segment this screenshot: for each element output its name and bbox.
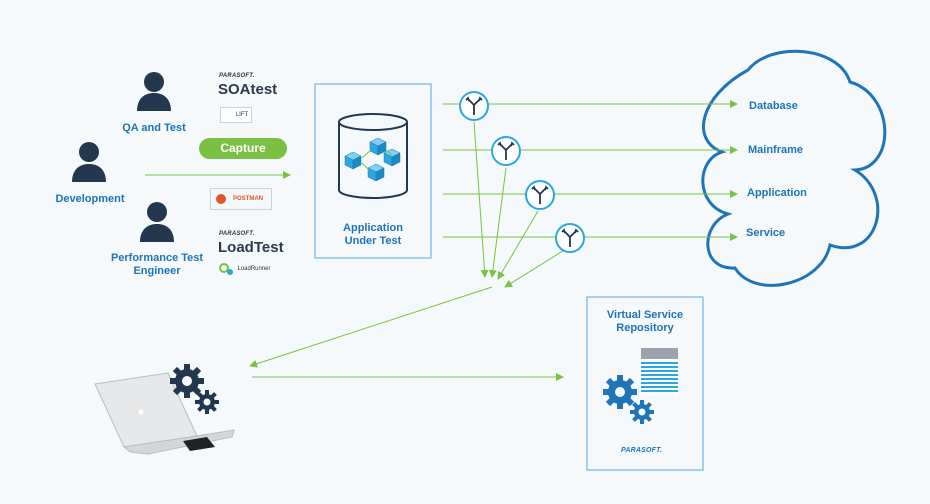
repository-label: Virtual Service Repository [606,309,684,334]
cubes-icon [344,137,401,182]
loadtest-product-name: LoadTest [218,239,284,256]
repository-box [586,296,704,471]
qa-person-icon [137,72,171,111]
postman-logo: POSTMAN [210,188,272,210]
performance-role-label: Performance Test Engineer [110,252,204,277]
soatest-brand-text: PARASOFT. [219,73,255,79]
lift-logo: LIFT [220,107,252,123]
cloud-item-database: Database [749,100,798,112]
split-icon [555,223,585,253]
document-icon [641,348,678,395]
split-icon [525,180,555,210]
performance-person-icon [140,202,174,242]
laptop-icon [94,372,235,455]
cloud-item-application: Application [747,187,807,199]
development-role-label: Development [55,193,125,205]
aut-box [314,83,432,259]
qa-role-label: QA and Test [122,122,186,134]
split-4-arrow [504,248,567,288]
split-3-arrow [497,210,539,280]
split-icon [459,91,489,121]
loadrunner-logo: LoadRunner [237,266,271,272]
development-person-icon [72,142,106,182]
cloud-item-service: Service [746,227,786,239]
cloud-shape [701,49,887,287]
aut-label: Application Under Test [343,222,403,247]
loadtest-brand-text: PARASOFT. [219,231,255,237]
repository-gears-icon [603,375,654,424]
capture-button[interactable]: Capture [199,138,287,159]
gears-icon [170,364,219,414]
to-laptop-arrow [249,286,493,368]
cloud-item-mainframe: Mainframe [748,144,804,156]
postman-logo-icon [216,194,226,204]
split-1-arrow [473,121,489,278]
split-icon [491,136,521,166]
split-2-arrow [488,167,507,278]
repository-brand-text: PARASOFT. [621,447,663,454]
loadrunner-logo-icon [219,263,233,275]
soatest-product-name: SOAtest [218,81,278,98]
database-cylinder-icon [338,113,408,199]
